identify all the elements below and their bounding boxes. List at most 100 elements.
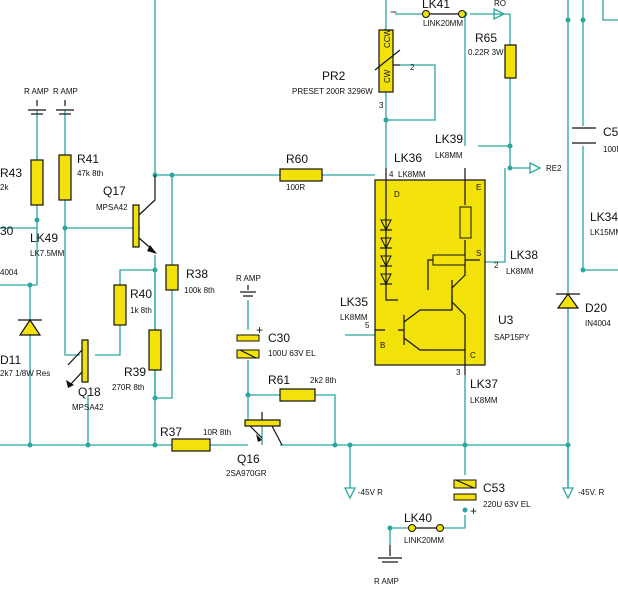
u3-label: U3 (498, 313, 514, 327)
d20-diode: D20 IN4004 (556, 292, 611, 328)
r37-value: 10R 8th (203, 428, 231, 437)
r39-resistor: R39 270R 8th (112, 329, 162, 392)
lk34-link: LK34 LK15MM (590, 210, 618, 237)
ramp-label-3: R AMP (236, 274, 261, 283)
q17-value: MPSA42 (96, 203, 128, 212)
c30-label: C30 (268, 331, 290, 345)
cw-label: CW (383, 69, 392, 83)
re2-label: RE2 (546, 164, 562, 173)
c30-capacitor: + C30 100U 63V EL (236, 323, 316, 359)
ramp-supplies-top: R AMP R AMP (24, 87, 78, 115)
q18-transistor: Q18 MPSA42 (66, 339, 104, 412)
lk36-label: LK36 (394, 151, 422, 165)
r40-label: R40 (130, 287, 152, 301)
d11-diode: D11 2k7 1/8W Res (0, 318, 50, 378)
lk35-link: LK35 LK8MM 5 (340, 295, 370, 330)
lk34-value: LK15MM (590, 228, 618, 237)
c53-value: 220U 63V EL (483, 500, 531, 509)
r60-value: 100R (286, 183, 305, 192)
c53-plus: + (470, 504, 477, 518)
u3-pin-b: B (380, 341, 385, 350)
lk49-link: 30 LK49 LK7.5MM 4004 (0, 224, 65, 277)
c5-capacitor: C5 100N (572, 125, 618, 154)
pin2-label: 2 (494, 261, 499, 270)
r43-label: R43 (0, 166, 22, 180)
neg45-label-1: -45V R (358, 488, 383, 497)
q16-transistor: Q16 2SA970GR (226, 412, 283, 478)
r61-resistor: R61 2k2 8th (268, 373, 336, 402)
q17-label: Q17 (103, 184, 126, 198)
c53-capacitor: + C53 220U 63V EL (453, 479, 531, 518)
lk38-value: LK8MM (506, 267, 534, 276)
r60-resistor: R60 100R (279, 152, 323, 192)
r65-label: R65 (475, 31, 497, 45)
d11-label: D11 (0, 353, 21, 367)
lk41-link: LK41 LINK20MM RO − (390, 0, 506, 28)
pin3b-label: 3 (456, 368, 461, 377)
pin4-label: 4 (389, 170, 394, 179)
pr2-value: PRESET 200R 3296W (292, 87, 373, 96)
c53-label: C53 (483, 481, 505, 495)
c5-value: 100N (603, 145, 618, 154)
lk39-link: LK39 LK8MM RE2 (435, 132, 562, 175)
r38-value: 100k 8th (184, 286, 215, 295)
ramp-label-2: R AMP (53, 87, 78, 96)
r38-resistor: R38 100k 8th (165, 264, 215, 295)
r37-label: R37 (160, 425, 182, 439)
u3-pin-d: D (394, 190, 400, 199)
lk39-label: LK39 (435, 132, 463, 146)
ro-label: RO (494, 0, 506, 8)
r65-value: 0.22R 3W (468, 48, 504, 57)
lk37-link: 3 LK37 LK8MM (456, 368, 498, 405)
lk36-value: LK8MM (398, 170, 426, 179)
lk34-label: LK34 (590, 210, 618, 224)
c30-plus: + (256, 323, 263, 337)
r61-label: R61 (268, 373, 290, 387)
ramp-supply-c30: R AMP (236, 274, 261, 297)
q18-label: Q18 (78, 385, 101, 399)
ramp-label-4: R AMP (374, 577, 399, 586)
lk37-value: LK8MM (470, 396, 498, 405)
q17-transistor: Q17 MPSA42 (96, 175, 157, 254)
ramp-label-1: R AMP (24, 87, 49, 96)
r41-value: 47k 8th (77, 169, 103, 178)
lk39-value: LK8MM (435, 151, 463, 160)
lk49-label: LK49 (30, 231, 58, 245)
r39-value: 270R 8th (112, 383, 144, 392)
q16-value: 2SA970GR (226, 469, 267, 478)
lk35-value: LK8MM (340, 313, 368, 322)
pin5-label: 5 (365, 321, 370, 330)
neg45-terminals: -45V R -45V. R (343, 487, 605, 500)
u3-pin-c: C (470, 351, 476, 360)
d20-value: IN4004 (585, 319, 611, 328)
r60-label: R60 (286, 152, 308, 166)
lk49-value: LK7.5MM (30, 249, 65, 258)
c5-label: C5 (603, 125, 618, 139)
q16-label: Q16 (237, 452, 260, 466)
u3-value: SAP15PY (494, 333, 530, 342)
r30-label: 30 (0, 224, 14, 238)
lk36-link: LK36 LK8MM 4 (389, 151, 426, 179)
lk38-label: LK38 (510, 248, 538, 262)
r43-value: 2k (0, 183, 9, 192)
lk41-label: LK41 (422, 0, 450, 11)
r39-label: R39 (124, 365, 146, 379)
pr2-pin2: 2 (410, 63, 415, 72)
lk35-label: LK35 (340, 295, 368, 309)
r43-resistor: R43 2k (0, 159, 44, 206)
diode-string (380, 219, 392, 286)
n4004-label: 4004 (0, 268, 18, 277)
r61-value: 2k2 8th (310, 376, 336, 385)
d11-value: 2k7 1/8W Res (0, 369, 50, 378)
u3-pin-e: E (476, 183, 481, 192)
r41-label: R41 (77, 152, 99, 166)
u3-package: D E S B C U3 SAP15PY (374, 168, 530, 375)
lk40-link: LK40 LINK20MM (404, 511, 444, 545)
r65-resistor: R65 0.22R 3W (468, 31, 517, 79)
pr2-pin3: 3 (379, 101, 384, 110)
lk40-label: LK40 (404, 511, 432, 525)
minus-sign: − (390, 5, 397, 19)
ramp-ground-bottom: R AMP (374, 545, 402, 586)
d20-label: D20 (585, 301, 607, 315)
